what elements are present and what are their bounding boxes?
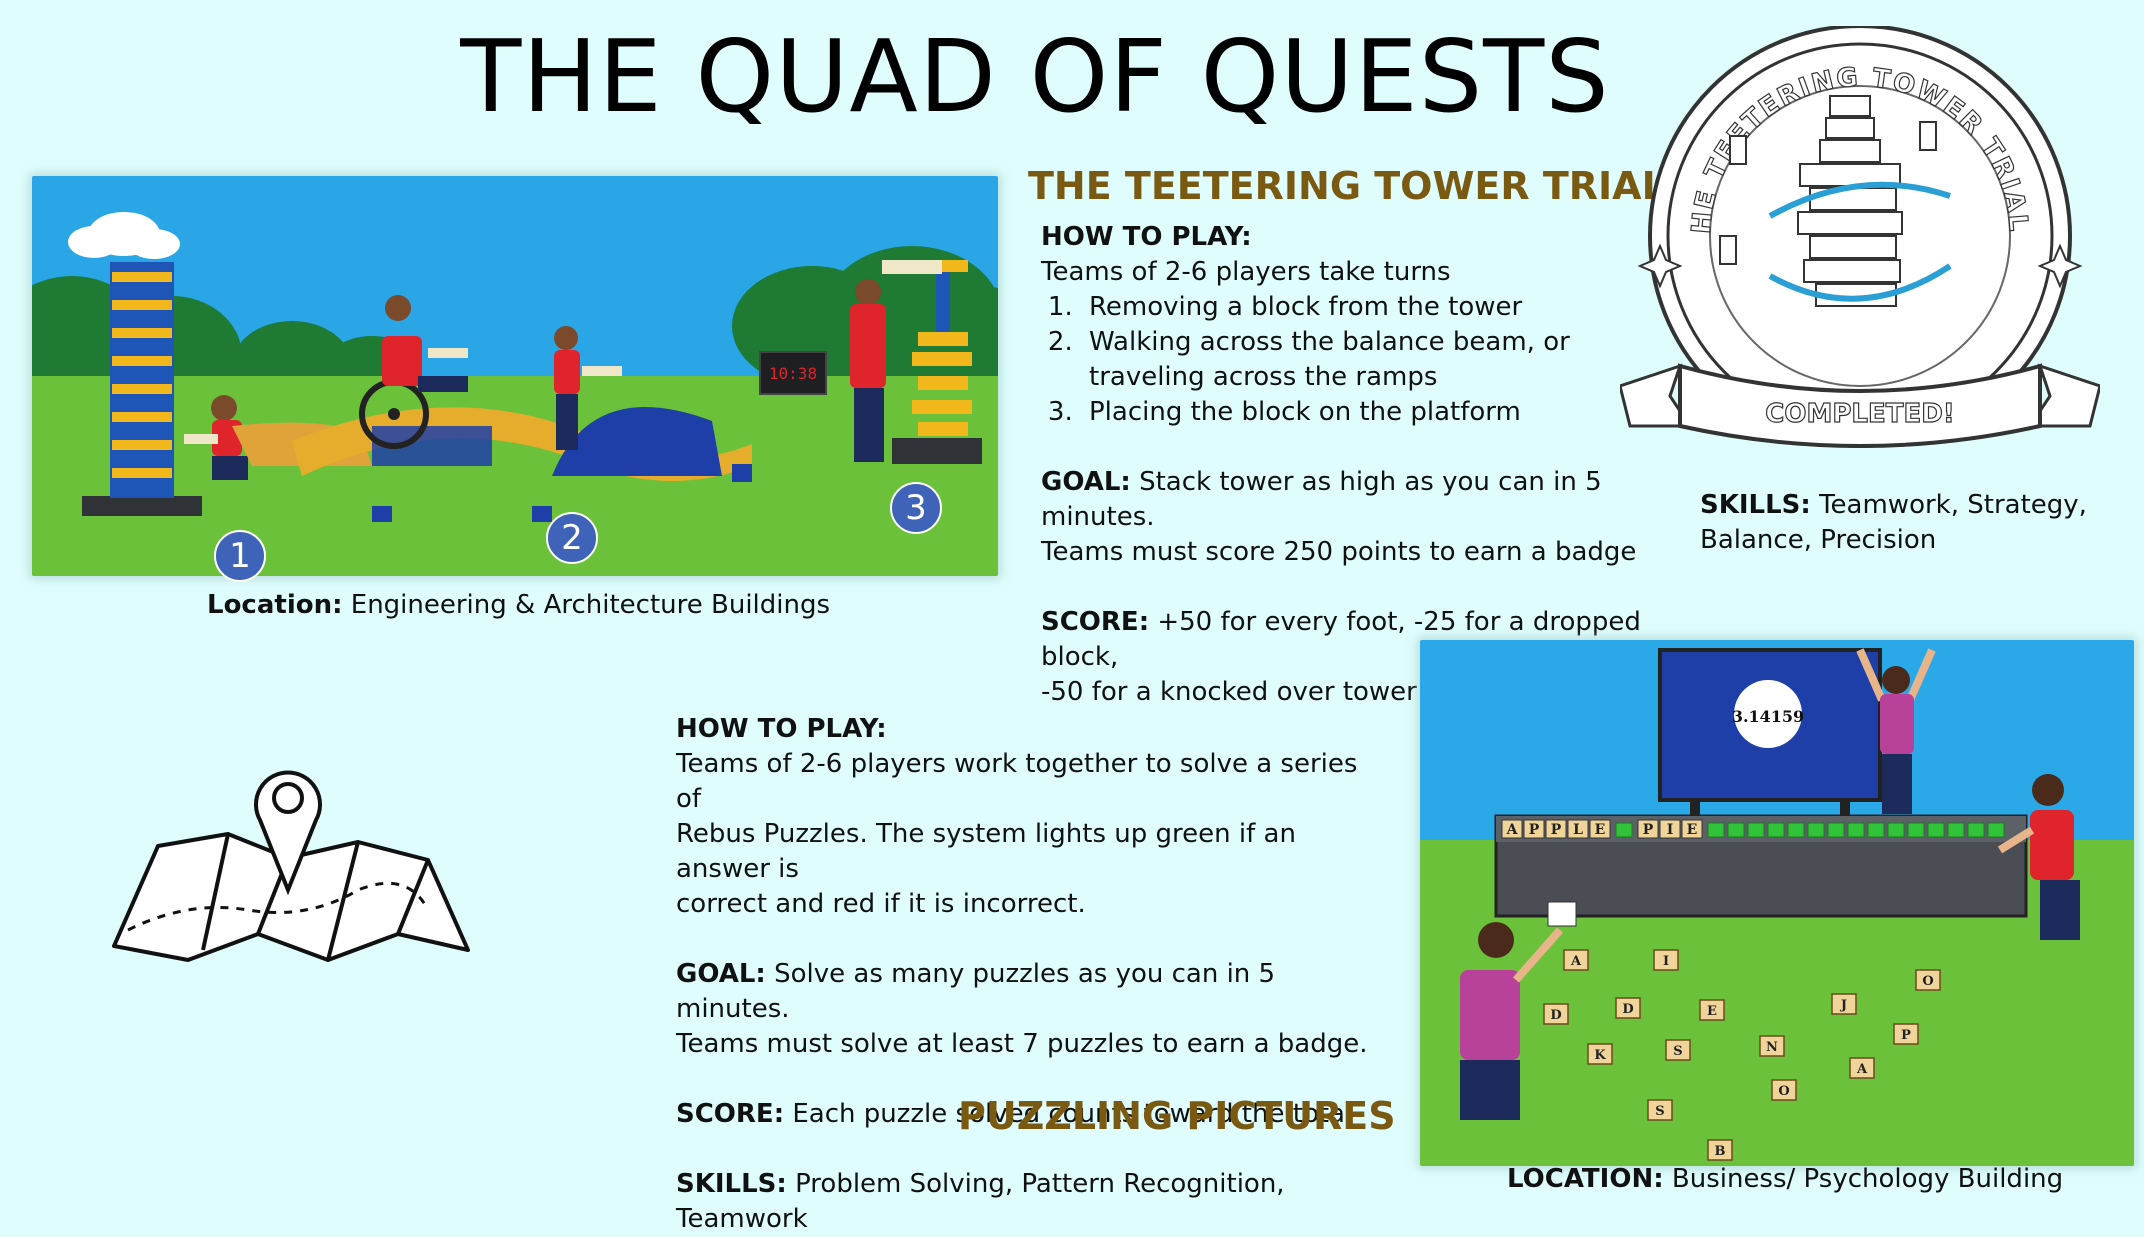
floor-letter: D bbox=[1550, 1008, 1561, 1023]
tower-step: Placing the block on the platform bbox=[1081, 395, 1661, 430]
tower-trials-illustration: 10:38 bbox=[32, 176, 998, 576]
tower-intro: Teams of 2-6 players take turns bbox=[1041, 257, 1451, 287]
tower-score-label: SCORE: bbox=[1041, 607, 1150, 637]
step-marker-3: 3 bbox=[890, 482, 942, 534]
floor-letter: J bbox=[1840, 998, 1847, 1013]
puzzle-how-line2: Rebus Puzzles. The system lights up gree… bbox=[676, 819, 1296, 884]
floor-letter: P bbox=[1901, 1028, 1911, 1043]
step-marker-1: 1 bbox=[214, 530, 266, 582]
floor-letter: B bbox=[1715, 1144, 1726, 1159]
tower-skills: SKILLS: Teamwork, Strategy, Balance, Pre… bbox=[1700, 488, 2100, 558]
answer-letter: P bbox=[1643, 822, 1654, 838]
tower-location: Location: Engineering & Architecture Bui… bbox=[207, 590, 830, 620]
floor-letter: A bbox=[1856, 1062, 1868, 1077]
tower-game-title: THE TEETERING TOWER TRIALS bbox=[1028, 164, 1694, 208]
answer-letter: E bbox=[1595, 822, 1606, 838]
tower-location-value: Engineering & Architecture Buildings bbox=[350, 590, 831, 620]
answer-letter: E bbox=[1687, 822, 1698, 838]
floor-letter: I bbox=[1663, 954, 1669, 969]
floor-letter: O bbox=[1778, 1084, 1789, 1099]
puzzle-location-label: LOCATION: bbox=[1507, 1164, 1664, 1194]
tower-trials-scene: 10:38 bbox=[32, 176, 998, 576]
floor-letter: N bbox=[1766, 1040, 1778, 1055]
completion-badge: THE TEETERING TOWER TRIALS COMPLETED! bbox=[1609, 2, 2102, 466]
tower-goal-line2: Teams must score 250 points to earn a ba… bbox=[1041, 537, 1637, 567]
floor-letter: D bbox=[1622, 1002, 1633, 1017]
floor-letter: A bbox=[1570, 954, 1582, 969]
folded-map-icon bbox=[108, 750, 478, 990]
star-sparkle-icon bbox=[1637, 243, 2083, 289]
tower-skills-line1: Teamwork, Strategy, bbox=[1819, 490, 2087, 520]
tower-step: Walking across the balance beam, or trav… bbox=[1081, 325, 1661, 395]
timer-display: 10:38 bbox=[769, 364, 817, 383]
floor-letter: O bbox=[1922, 974, 1933, 989]
page-title: THE QUAD OF QUESTS bbox=[460, 18, 1610, 135]
tower-rules: HOW TO PLAY: Teams of 2-6 players take t… bbox=[1041, 220, 1661, 710]
floor-letter: S bbox=[1673, 1044, 1682, 1059]
tower-goal-label: GOAL: bbox=[1041, 467, 1131, 497]
tower-location-label: Location: bbox=[207, 590, 343, 620]
tower-goal-line1: Stack tower as high as you can in 5 minu… bbox=[1041, 467, 1602, 532]
puzzle-game-title: PUZZLING PICTURES bbox=[958, 1094, 1396, 1138]
badge-graphic: THE TEETERING TOWER TRIALS COMPLETED! bbox=[1609, 2, 2102, 448]
puzzle-skills-label: SKILLS: bbox=[676, 1169, 787, 1199]
puzzle-rules: HOW TO PLAY: Teams of 2-6 players work t… bbox=[676, 712, 1376, 1237]
puzzle-goal-line1: Solve as many puzzles as you can in 5 mi… bbox=[676, 959, 1276, 1024]
puzzle-how-label: HOW TO PLAY: bbox=[676, 714, 887, 744]
answer-letter: L bbox=[1573, 822, 1583, 838]
tower-how-label: HOW TO PLAY: bbox=[1041, 222, 1252, 252]
puzzle-goal-label: GOAL: bbox=[676, 959, 766, 989]
tower-skills-line2: Balance, Precision bbox=[1700, 525, 1937, 555]
puzzle-location-value: Business/ Psychology Building bbox=[1671, 1164, 2064, 1194]
tower-score-line2: -50 for a knocked over tower bbox=[1041, 677, 1417, 707]
puzzling-pictures-scene: 3.14159 A P P L E P I E bbox=[1420, 640, 2134, 1166]
answer-letter: A bbox=[1506, 822, 1519, 838]
tower-skills-label: SKILLS: bbox=[1700, 490, 1811, 520]
screen-text: 3.14159 bbox=[1732, 707, 1804, 726]
answer-letter: P bbox=[1529, 822, 1540, 838]
puzzle-score-value: Each puzzle solved counts toward the tot… bbox=[792, 1099, 1353, 1129]
map-pin-icon bbox=[254, 770, 322, 896]
floor-letter: E bbox=[1707, 1004, 1717, 1019]
answer-letter: P bbox=[1551, 822, 1562, 838]
tower-score-line1: +50 for every foot, -25 for a dropped bl… bbox=[1041, 607, 1641, 672]
puzzle-goal-line2: Teams must solve at least 7 puzzles to e… bbox=[676, 1029, 1368, 1059]
puzzle-score-label: SCORE: bbox=[676, 1099, 785, 1129]
puzzling-pictures-illustration: 3.14159 A P P L E P I E bbox=[1420, 640, 2134, 1166]
step-marker-2: 2 bbox=[546, 512, 598, 564]
puzzle-how-line3: correct and red if it is incorrect. bbox=[676, 889, 1086, 919]
tower-steps-list: Removing a block from the tower Walking … bbox=[1041, 290, 1661, 430]
tower-step: Removing a block from the tower bbox=[1081, 290, 1661, 325]
floor-letter: K bbox=[1594, 1048, 1606, 1063]
badge-banner-text: COMPLETED! bbox=[1765, 399, 1954, 429]
floor-letter: S bbox=[1655, 1104, 1664, 1119]
answer-letter: I bbox=[1667, 822, 1674, 838]
puzzle-how-line1: Teams of 2-6 players work together to so… bbox=[676, 749, 1358, 814]
puzzle-location: LOCATION: Business/ Psychology Building bbox=[1507, 1164, 2063, 1194]
